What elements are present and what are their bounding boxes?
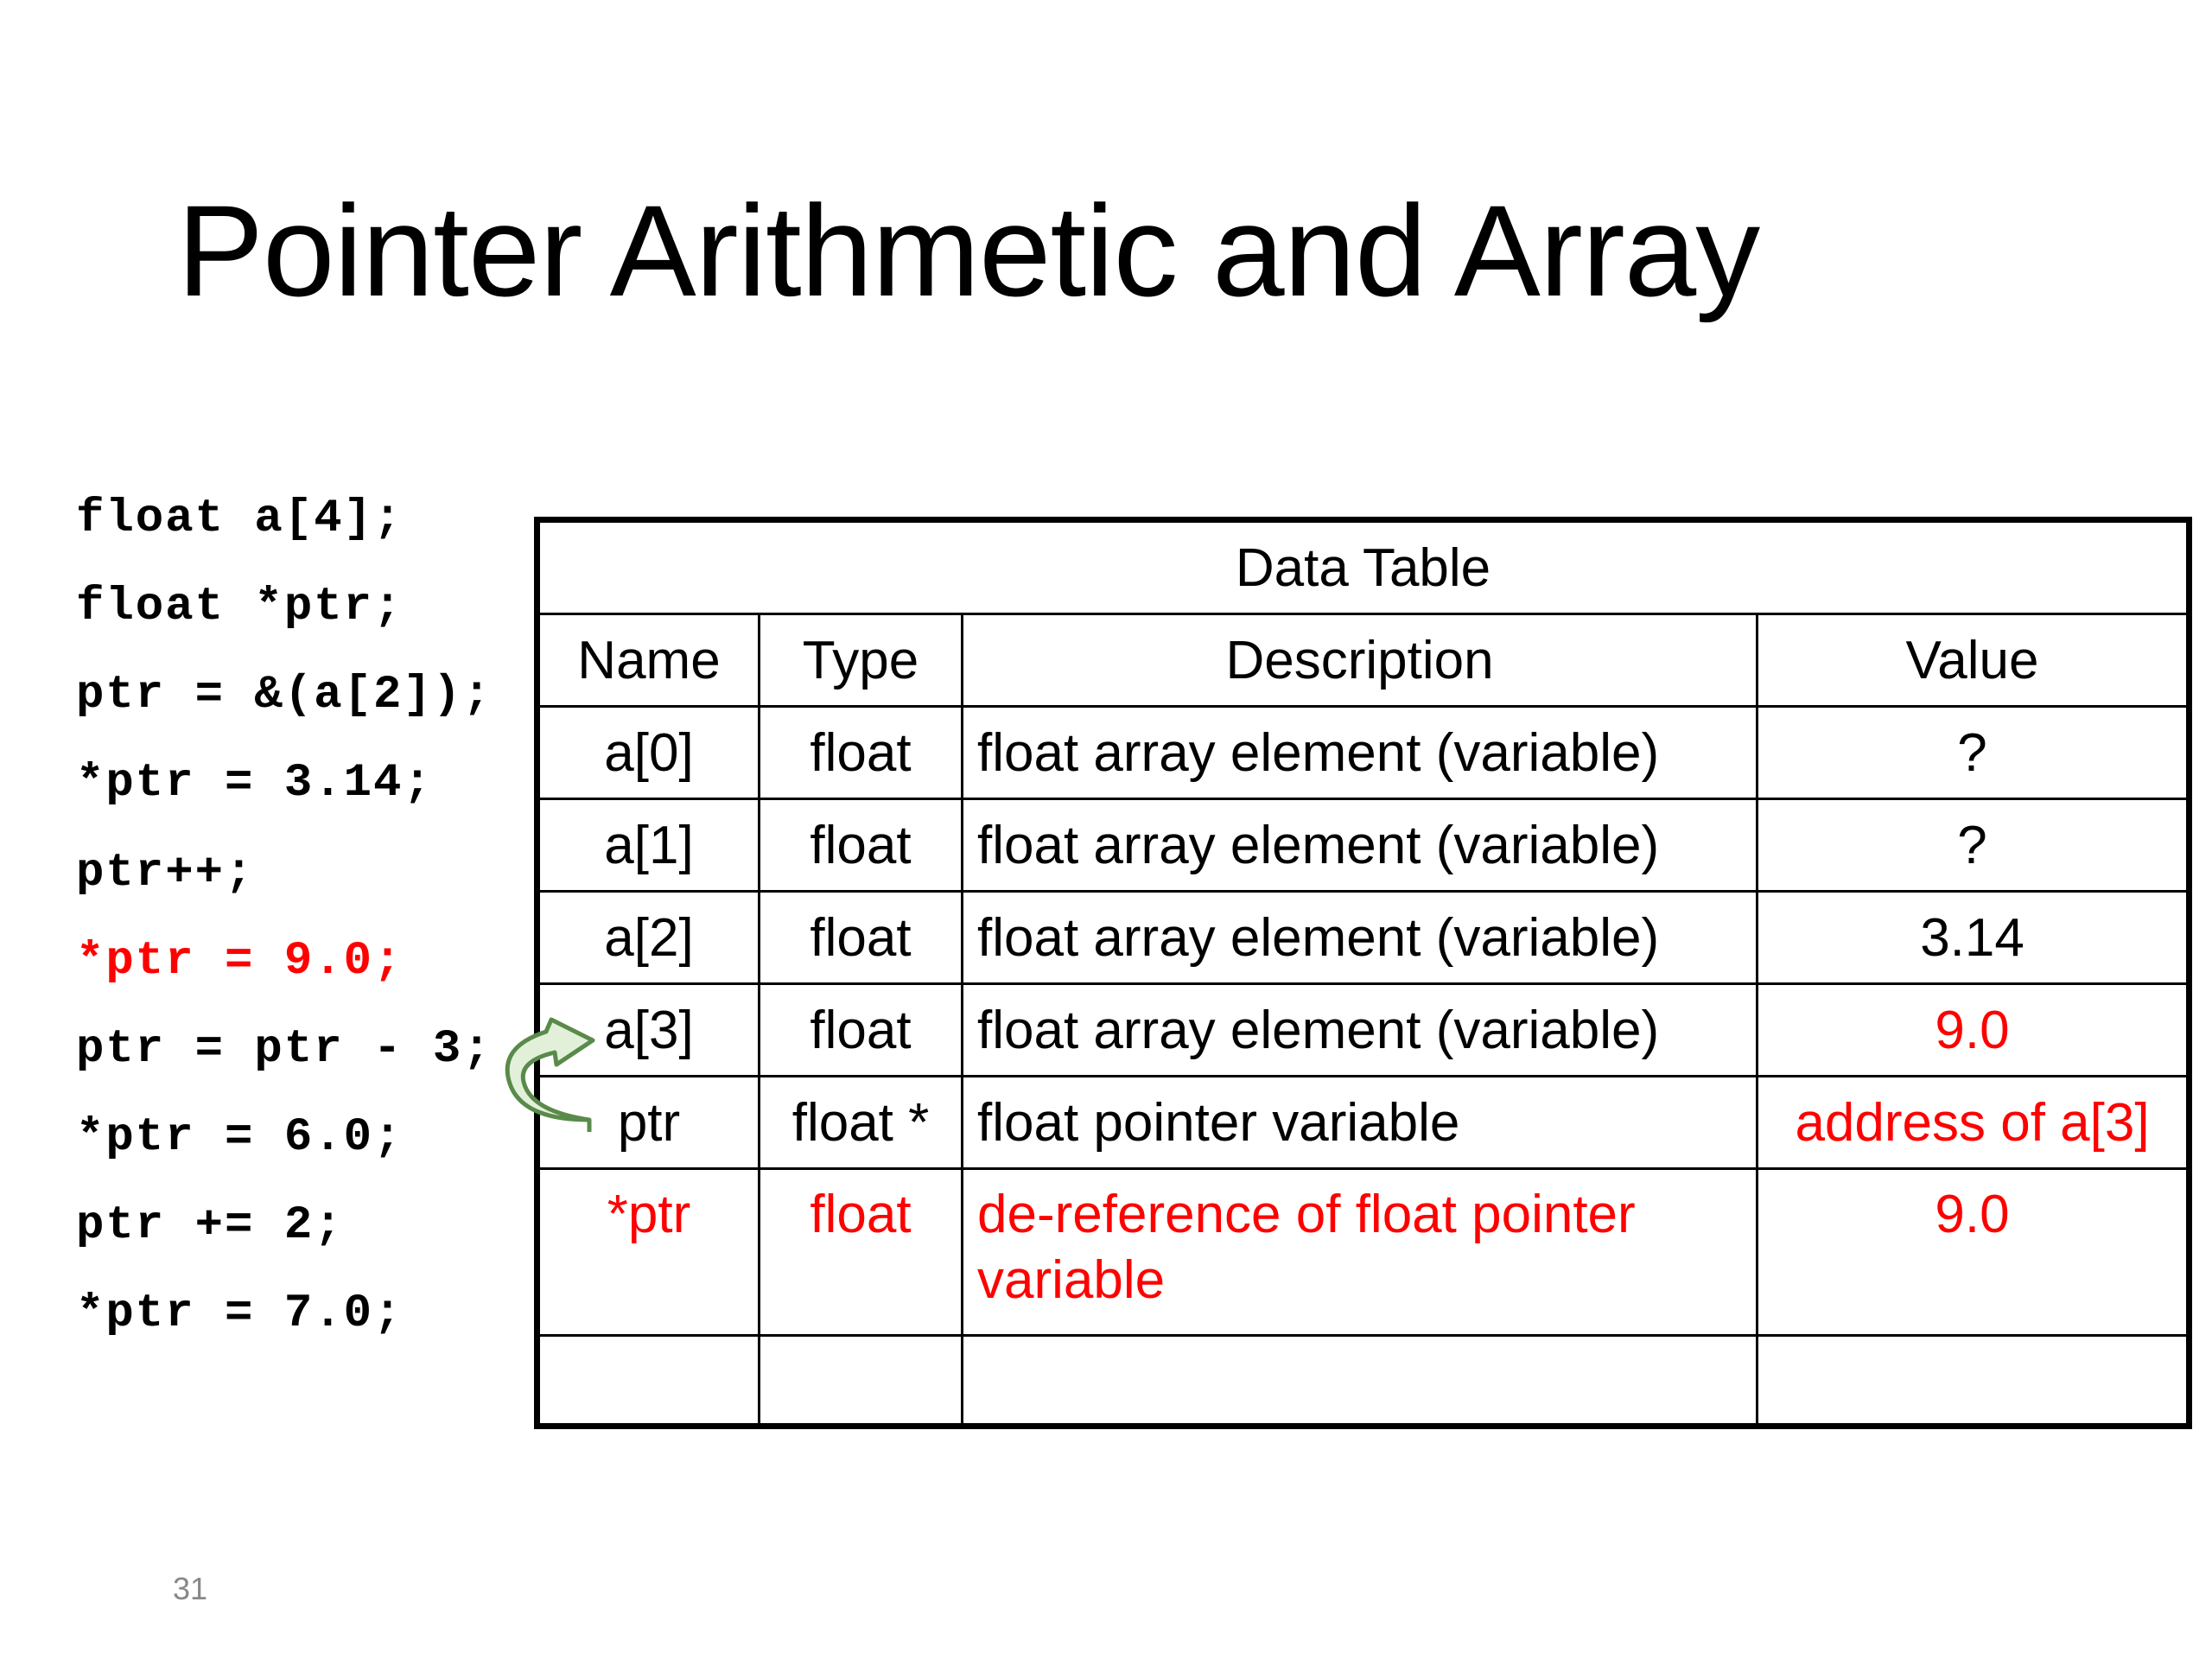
cell-description: float array element (variable)	[961, 982, 1758, 1077]
code-line: ptr += 2;	[76, 1199, 344, 1252]
cell-value: 3.14	[1755, 890, 2191, 985]
cell-value	[1755, 1334, 2191, 1427]
curved-arrow-icon	[505, 1017, 595, 1132]
cell-name: a[2]	[536, 890, 760, 985]
code-line: ptr = ptr - 3;	[76, 1023, 493, 1076]
table-row: ptr float * float pointer variable addre…	[536, 1075, 2191, 1170]
table-caption: Data Table	[535, 518, 2191, 615]
cell-description	[961, 1334, 1758, 1427]
page-number: 31	[173, 1571, 208, 1606]
column-header-type: Type	[758, 613, 963, 708]
cell-type: float	[758, 705, 963, 800]
cell-value: ?	[1755, 705, 2191, 800]
code-line-highlighted: *ptr = 9.0;	[76, 935, 404, 988]
cell-type: float *	[758, 1075, 963, 1170]
cell-type: float	[758, 798, 963, 893]
table-row: a[1] float float array element (variable…	[536, 798, 2191, 893]
cell-description: float array element (variable)	[961, 705, 1758, 800]
cell-name: *ptr	[536, 1167, 760, 1337]
slide-title: Pointer Arithmetic and Array	[177, 178, 1760, 323]
cell-value: 9.0	[1755, 982, 2191, 1077]
cell-description: de-reference of float pointer variable	[961, 1167, 1758, 1337]
code-line: float a[4];	[76, 493, 404, 545]
table-row: *ptr float de-reference of float pointer…	[536, 1167, 2191, 1337]
cell-name	[536, 1334, 760, 1427]
column-header-name: Name	[536, 613, 760, 708]
code-line: *ptr = 3.14;	[76, 757, 433, 810]
column-header-description: Description	[961, 613, 1758, 708]
code-line: ptr++;	[76, 847, 255, 899]
cell-name: ptr	[536, 1075, 760, 1170]
data-table: Data Table Name Type Description Value a…	[534, 517, 2193, 1429]
table-row-empty	[536, 1334, 2191, 1427]
table-row: a[3] float float array element (variable…	[536, 982, 2191, 1077]
cell-name: a[0]	[536, 705, 760, 800]
cell-description: float array element (variable)	[961, 798, 1758, 893]
table-caption-row: Data Table	[535, 518, 2191, 615]
table-row: a[0] float float array element (variable…	[536, 705, 2191, 800]
cell-value: 9.0	[1755, 1167, 2191, 1337]
cell-type: float	[758, 890, 963, 985]
cell-description: float array element (variable)	[961, 890, 1758, 985]
code-line: *ptr = 7.0;	[76, 1287, 404, 1340]
cell-type	[758, 1334, 963, 1427]
column-header-value: Value	[1755, 613, 2191, 708]
cell-type: float	[758, 982, 963, 1077]
cell-value: ?	[1755, 798, 2191, 893]
table-row: a[2] float float array element (variable…	[536, 890, 2191, 985]
cell-value: address of a[3]	[1755, 1075, 2191, 1170]
cell-type: float	[758, 1167, 963, 1337]
code-line: *ptr = 6.0;	[76, 1111, 404, 1164]
code-line: ptr = &(a[2]);	[76, 669, 493, 721]
cell-description: float pointer variable	[961, 1075, 1758, 1170]
code-line: float *ptr;	[76, 581, 404, 633]
table-header-row: Name Type Description Value	[536, 613, 2191, 708]
cell-name: a[1]	[536, 798, 760, 893]
